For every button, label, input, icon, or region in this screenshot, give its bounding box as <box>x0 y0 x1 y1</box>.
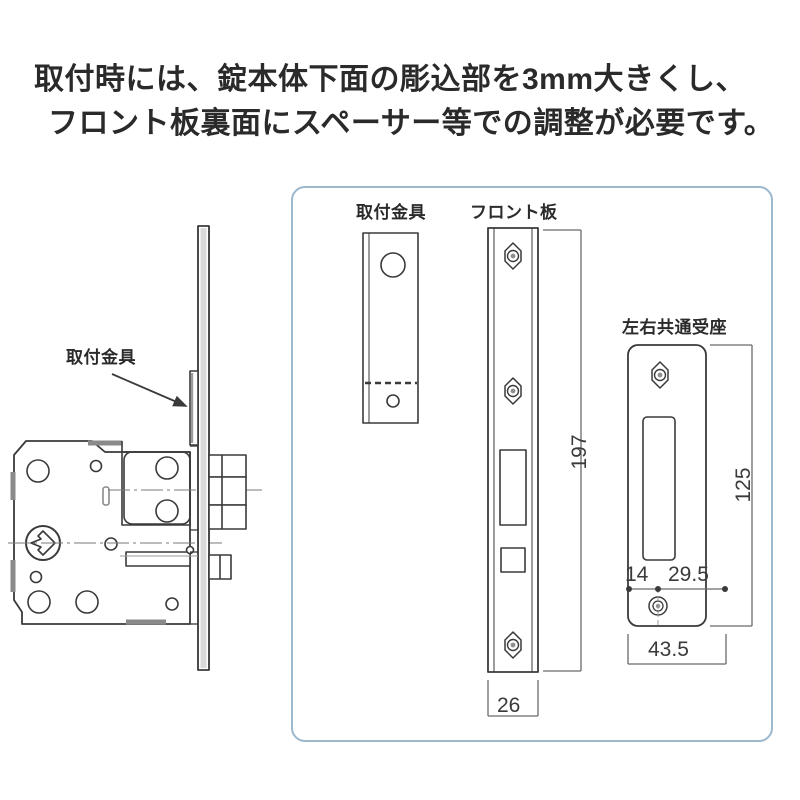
diagram-panel <box>291 186 773 742</box>
center-line <box>8 489 262 544</box>
note-line-2: フロント板裏面にスペーサー等での調整が必要です。 <box>48 107 775 140</box>
dimension-label-197: 197 <box>568 434 591 470</box>
mounting-bracket-label: 取付金具 <box>356 203 426 222</box>
dimension-label-26: 26 <box>497 694 521 717</box>
installation-note: 取付時には、錠本体下面の彫込部を3mm大きくし、 フロント板裏面にスペーサー等で… <box>34 58 779 146</box>
dimension-label-14: 14 <box>625 563 649 586</box>
strike-plate-label: 左右共通受座 <box>622 318 727 337</box>
front-plate-label: フロント板 <box>470 203 558 222</box>
spindle-hole-icon <box>25 525 61 561</box>
lock-body-case <box>10 440 195 625</box>
note-line-1: 取付時には、錠本体下面の彫込部を3mm大きくし、 <box>34 63 747 96</box>
callout-arrow-icon <box>111 373 188 407</box>
dimension-label-43-5: 43.5 <box>648 638 689 661</box>
front-plate-side-view <box>197 225 210 671</box>
bracket-callout-label: 取付金具 <box>66 348 136 367</box>
dimension-label-125: 125 <box>732 467 755 503</box>
dimension-label-29-5: 29.5 <box>668 563 709 586</box>
bolt-group <box>208 454 247 580</box>
mounting-bracket-side <box>189 370 199 446</box>
